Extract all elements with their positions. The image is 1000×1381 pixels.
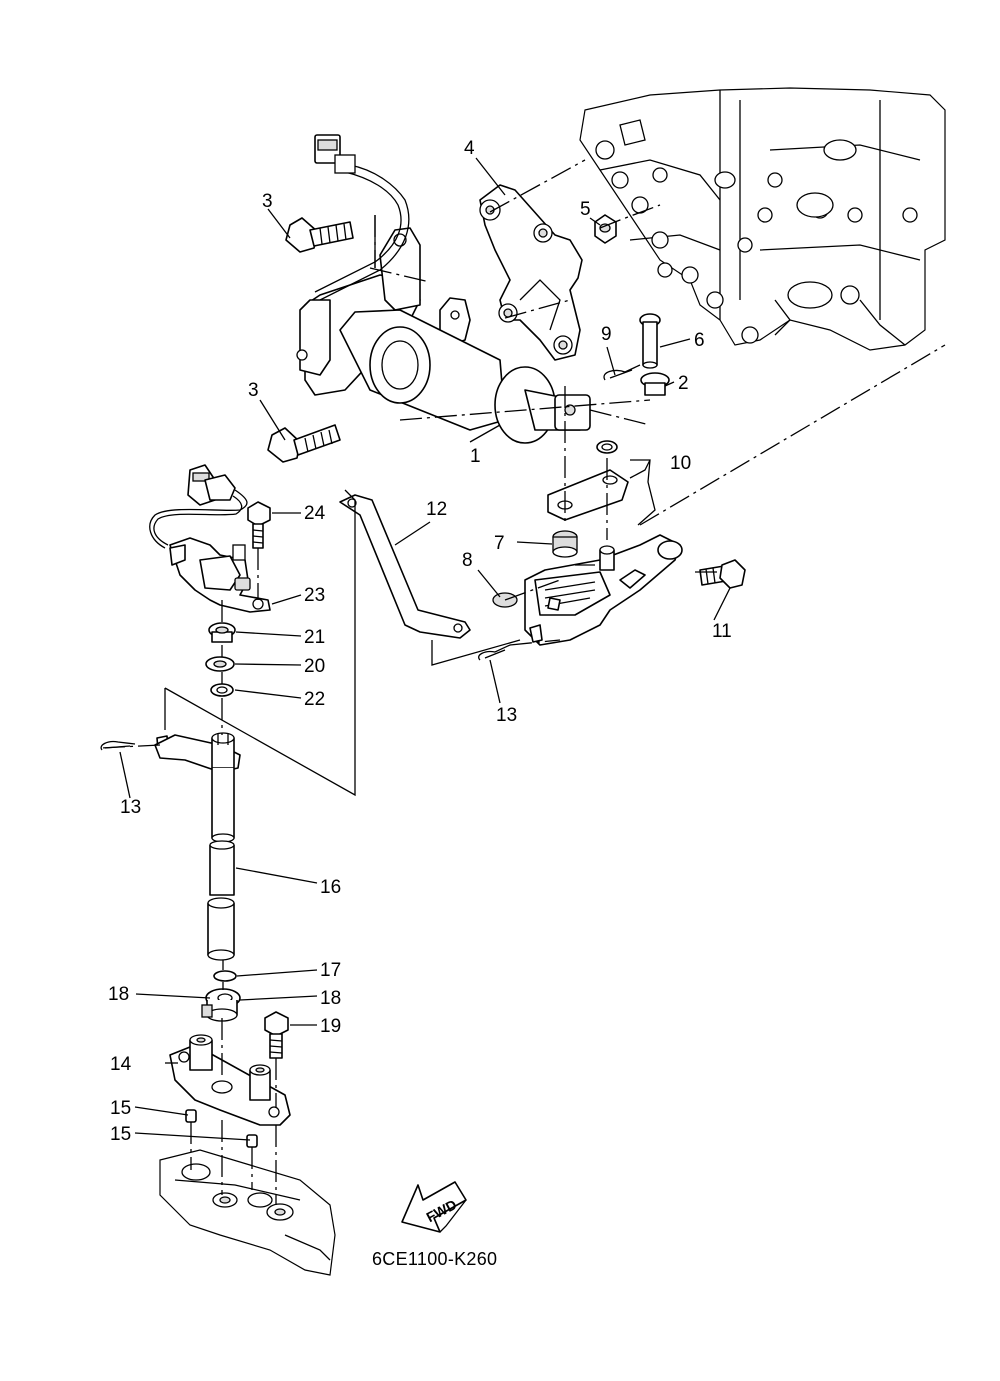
fwd-arrow-icon: FWD [401,1181,467,1233]
diagram-code: 6CE1100-K260 [372,1249,497,1269]
callout-14: 14 [110,1054,132,1075]
lower-case [159,1149,336,1276]
callout-6: 6 [694,330,705,351]
part-7-collar [552,530,578,558]
part-19-bolt [264,1011,289,1059]
callout-24: 24 [304,503,326,524]
callout-1: 1 [470,446,481,467]
part-3-bolt-upper [285,217,354,253]
callout-3-lower: 3 [248,380,259,401]
part-13-clip-a [478,624,543,661]
part-10-link [547,440,629,521]
actuator-harness [296,134,410,376]
part-14-housing [169,1034,291,1126]
part-9-clip [603,364,641,381]
part-12-rod [339,494,471,639]
callout-18-right: 18 [320,988,341,1009]
callout-labels: 1 2 3 3 4 5 6 7 8 9 10 11 12 13 13 13 14… [108,138,732,1145]
part-5-nut [594,214,617,244]
part-22-clip [210,683,234,697]
part-3-bolt-lower [267,424,341,463]
callout-23: 23 [304,585,325,606]
callout-8: 8 [462,550,473,571]
callout-2: 2 [678,373,689,394]
part-23-sensor [169,537,271,613]
engine-block [579,87,946,351]
part-4-bracket [479,184,583,361]
part-11-bolt [699,559,746,589]
callout-22: 22 [304,689,325,710]
callout-10: 10 [670,453,691,474]
sensor-harness [149,464,248,549]
part-18-seal [201,988,241,1022]
callout-4: 4 [464,138,475,159]
assembly-lines [99,159,946,1205]
part-20-washer [205,656,235,672]
callout-13-left: 13 [120,797,141,818]
part-24-bolt [247,501,271,549]
callout-11: 11 [712,621,732,642]
part-21-bushing [208,622,236,643]
callout-5: 5 [580,199,591,220]
part-15-dowel-b [246,1134,258,1148]
callout-21: 21 [304,627,325,648]
part-2-bushing [640,372,670,396]
callout-17: 17 [320,960,341,981]
callout-9: 9 [601,324,612,345]
callout-19: 19 [320,1016,341,1037]
shift-lever [524,534,683,646]
part-1-actuator [304,227,591,444]
part-15-dowel-a [185,1109,197,1123]
callout-18-left: 18 [108,984,129,1005]
callout-15-upper: 15 [110,1098,131,1119]
callout-3-upper: 3 [262,191,273,212]
part-17-o-ring [213,970,237,982]
callout-12: 12 [426,499,447,520]
callout-15-lower: 15 [110,1124,131,1145]
part-6-pin [639,313,661,369]
leader-lines [119,157,731,1141]
callout-13-right: 13 [496,705,517,726]
callout-16: 16 [320,877,341,898]
callout-20: 20 [304,656,325,677]
callout-7: 7 [494,533,505,554]
part-16-shift-shaft [154,732,241,961]
